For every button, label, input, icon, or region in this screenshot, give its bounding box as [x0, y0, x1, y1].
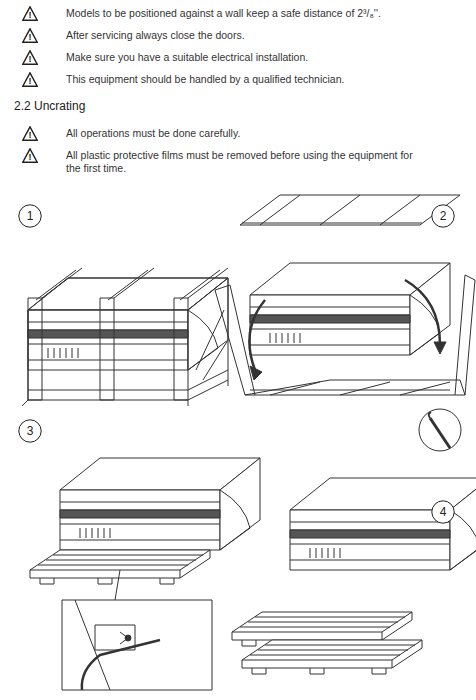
warning-triangle: ! — [22, 50, 38, 65]
step-circle: 2 — [431, 204, 455, 228]
step-circle: 3 — [18, 419, 42, 443]
warning-mark: ! — [22, 28, 38, 42]
warning-triangle: ! — [22, 6, 38, 21]
warning-triangle: ! — [22, 126, 38, 141]
section-heading: 2.2 Uncrating — [14, 99, 314, 114]
warning-text: Models to be positioned against a wall k… — [66, 7, 466, 20]
warning-mark: ! — [22, 6, 38, 20]
warning-triangle: ! — [22, 72, 38, 87]
step-number: 4 — [431, 500, 455, 524]
warning-mark: ! — [22, 126, 38, 140]
warning-triangle: ! — [22, 148, 38, 163]
warning-text: All operations must be done carefully. — [66, 127, 466, 140]
step-circle: 4 — [431, 500, 455, 524]
step-circle: 1 — [18, 204, 42, 228]
warning-text: All plastic protective films must be rem… — [66, 149, 426, 175]
warning-mark: ! — [22, 50, 38, 64]
warning-mark: ! — [22, 148, 38, 162]
warning-triangle: ! — [22, 28, 38, 43]
step-number: 2 — [431, 204, 455, 228]
warning-mark: ! — [22, 72, 38, 86]
warning-text: Make sure you have a suitable electrical… — [66, 51, 466, 64]
warning-text: After servicing always close the doors. — [66, 29, 466, 42]
step-number: 3 — [18, 419, 42, 443]
step-number: 1 — [18, 204, 42, 228]
warning-text: This equipment should be handled by a qu… — [66, 73, 466, 86]
